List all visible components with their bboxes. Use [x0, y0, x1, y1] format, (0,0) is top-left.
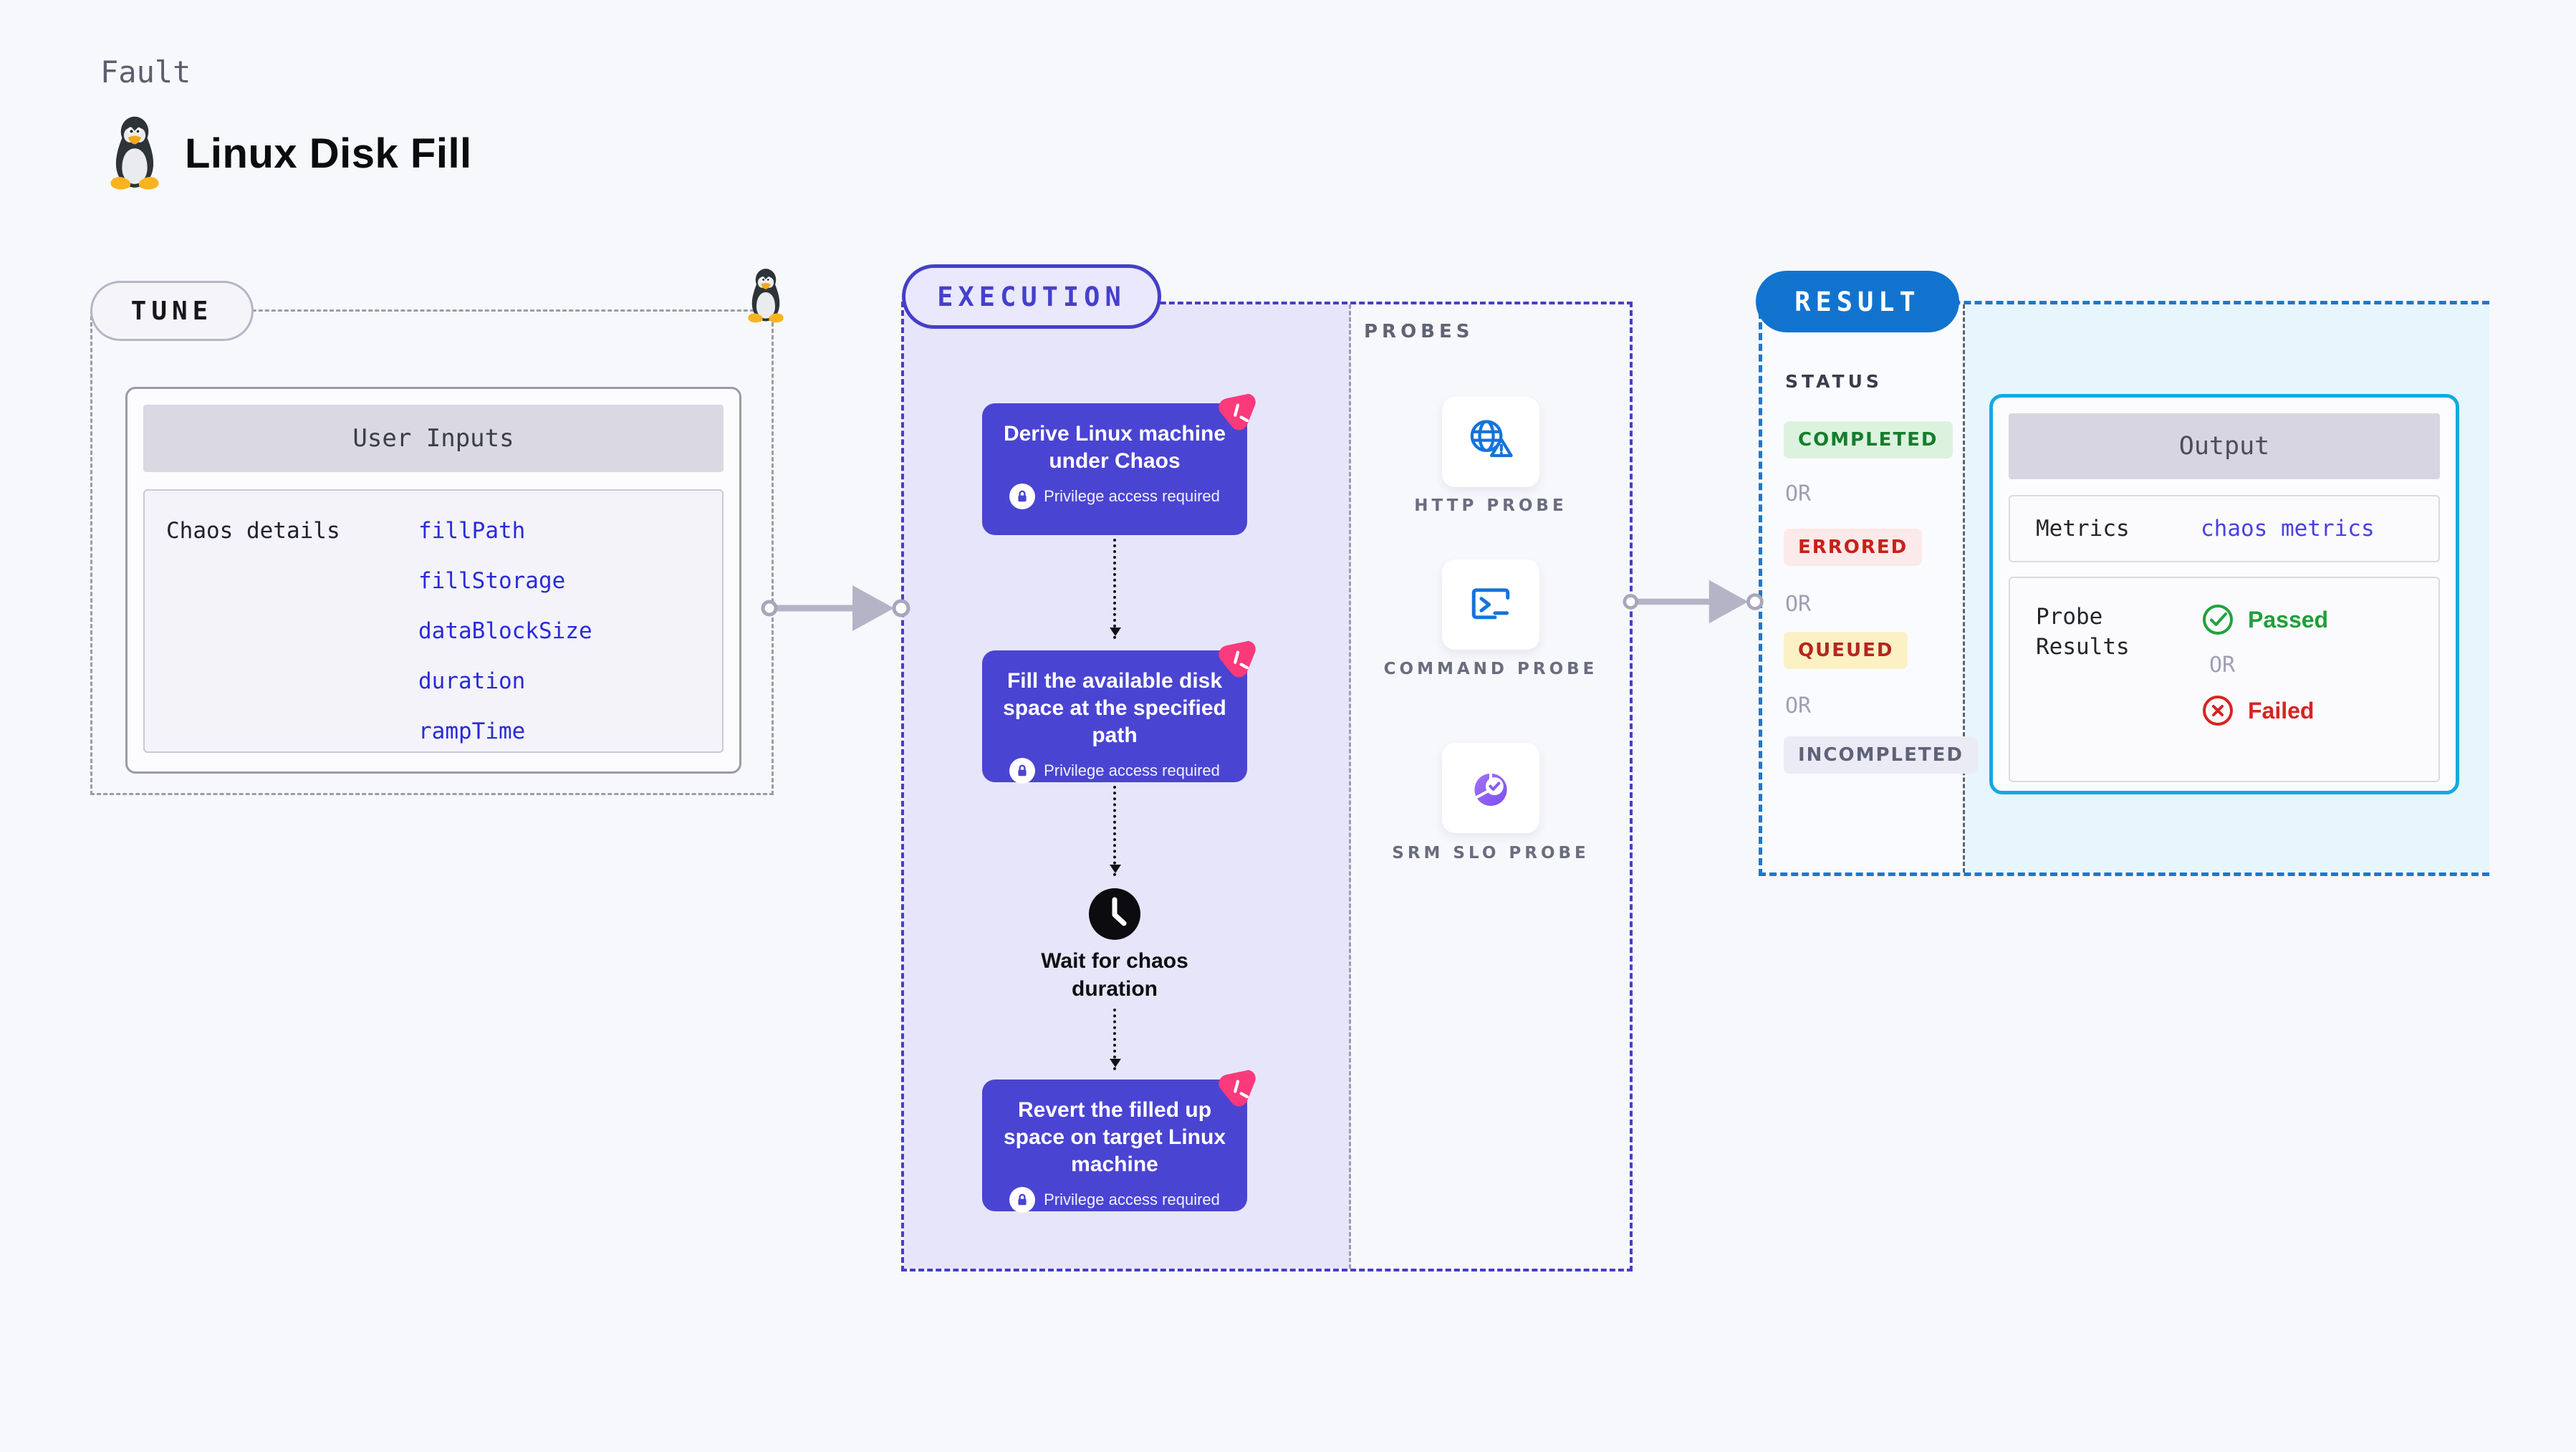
lock-icon	[1009, 1187, 1036, 1213]
privilege-note-row: Privilege access required	[1001, 484, 1229, 510]
privilege-note: Privilege access required	[1044, 487, 1220, 506]
execution-section-badge: EXECUTION	[902, 264, 1161, 329]
fault-kicker: Fault	[100, 54, 191, 90]
or-separator: OR	[1785, 693, 1812, 718]
passed-verdict-row: Passed	[2201, 602, 2328, 637]
chaos-logo-icon	[1217, 639, 1257, 679]
output-card: Output Metrics chaos metrics Probe Resul…	[1989, 394, 2459, 794]
probes-section-label: PROBES	[1364, 321, 1474, 342]
chaos-details-label: Chaos details	[166, 518, 340, 544]
execution-to-result-arrow	[1623, 573, 1766, 630]
tux-penguin-icon	[105, 115, 165, 192]
output-header: Output	[2009, 413, 2440, 479]
privilege-note-row: Privilege access required	[1001, 1187, 1229, 1213]
clock-icon	[1088, 888, 1141, 941]
param-list: fillPath fillStorage dataBlockSize durat…	[418, 518, 592, 744]
tux-penguin-icon	[744, 262, 788, 330]
globe-alert-icon	[1464, 415, 1518, 469]
page-title-row: Linux Disk Fill	[105, 113, 472, 193]
failed-label: Failed	[2248, 697, 2315, 723]
lock-icon	[1009, 758, 1036, 784]
probe-results-row: Probe Results Passed OR Failed	[2009, 577, 2440, 782]
tune-to-execution-arrow	[761, 580, 913, 637]
probe-card-command	[1442, 559, 1539, 650]
chaos-logo-icon	[1217, 392, 1257, 432]
probe-verdicts: Passed OR Failed	[2201, 602, 2328, 756]
param-link-datablocksize[interactable]: dataBlockSize	[418, 618, 592, 644]
x-circle-icon	[2201, 693, 2235, 728]
passed-label: Passed	[2248, 606, 2329, 633]
user-inputs-header: User Inputs	[143, 405, 724, 472]
metrics-row: Metrics chaos metrics	[2009, 495, 2440, 562]
probe-card-http	[1442, 397, 1539, 487]
privilege-note: Privilege access required	[1044, 1191, 1220, 1209]
metrics-label: Metrics	[2036, 516, 2130, 542]
probe-results-label: Probe Results	[2036, 604, 2130, 660]
step-connector-arrow	[1110, 1009, 1121, 1070]
privilege-note: Privilege access required	[1044, 761, 1220, 780]
check-circle-icon	[2201, 602, 2235, 637]
status-column-label: STATUS	[1785, 371, 1883, 392]
tune-section-badge: TUNE	[90, 281, 254, 341]
chaos-details-panel: Chaos details fillPath fillStorage dataB…	[143, 489, 724, 753]
execution-probes-divider	[1349, 304, 1351, 1269]
result-section-badge: RESULT	[1756, 271, 1959, 332]
step-title: Revert the filled up space on target Lin…	[1003, 1098, 1226, 1177]
status-badge-completed: COMPLETED	[1784, 421, 1953, 458]
status-badge-errored: ERRORED	[1784, 529, 1923, 566]
step-title: Derive Linux machine under Chaos	[1003, 422, 1226, 473]
privilege-note-row: Privilege access required	[1001, 758, 1229, 784]
result-status-area	[1762, 304, 1965, 872]
page-title: Linux Disk Fill	[185, 130, 472, 177]
param-link-ramptime[interactable]: rampTime	[418, 718, 526, 744]
step-card-fill-disk: Fill the available disk space at the spe…	[982, 650, 1247, 784]
or-separator: OR	[2209, 653, 2236, 678]
step-connector-arrow	[1110, 786, 1121, 876]
step-card-revert-space: Revert the filled up space on target Lin…	[982, 1080, 1247, 1213]
wait-duration-label: Wait for chaos duration	[1041, 949, 1188, 1001]
tune-section-box	[90, 309, 774, 795]
probe-label-command: COMMAND PROBE	[1383, 660, 1598, 678]
terminal-icon	[1464, 577, 1518, 632]
user-inputs-card: User Inputs Chaos details fillPath fillS…	[125, 387, 741, 774]
result-inner-divider	[1963, 304, 1965, 872]
param-link-fillstorage[interactable]: fillStorage	[418, 568, 566, 594]
step-connector-arrow	[1110, 539, 1121, 639]
or-separator: OR	[1785, 481, 1812, 506]
lock-icon	[1009, 484, 1036, 510]
or-separator: OR	[1785, 592, 1812, 617]
step-title: Fill the available disk space at the spe…	[1003, 669, 1226, 748]
chaos-metrics-link[interactable]: chaos metrics	[2201, 516, 2375, 542]
step-card-derive-machine: Derive Linux machine under Chaos Privile…	[982, 403, 1247, 535]
param-link-duration[interactable]: duration	[418, 668, 526, 694]
chaos-logo-icon	[1217, 1068, 1257, 1108]
probe-label-http: HTTP PROBE	[1414, 496, 1567, 515]
status-badge-queued: QUEUED	[1784, 632, 1908, 669]
probe-card-srm-slo	[1442, 743, 1539, 833]
slo-donut-check-icon	[1464, 761, 1518, 815]
probe-label-srm-slo: SRM SLO PROBE	[1392, 844, 1590, 862]
status-badge-incompleted: INCOMPLETED	[1784, 736, 1978, 774]
failed-verdict-row: Failed	[2201, 693, 2328, 728]
param-link-fillpath[interactable]: fillPath	[418, 518, 526, 544]
